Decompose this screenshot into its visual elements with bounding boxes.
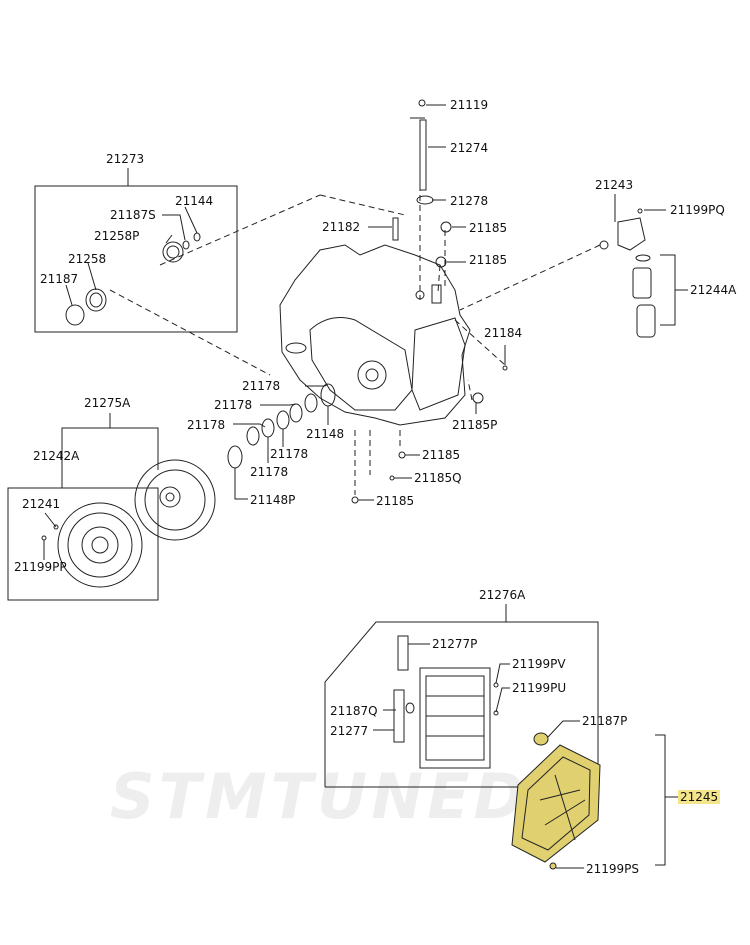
part-label-21199PQ: 21199PQ xyxy=(670,203,725,217)
part-label-21185Q: 21185Q xyxy=(414,471,462,485)
transmission-case xyxy=(279,244,471,426)
part-label-21182: 21182 xyxy=(322,220,361,234)
part-label-21278: 21278 xyxy=(450,194,489,208)
part-label-21187S: 21187S xyxy=(110,208,156,222)
bracket-21245 xyxy=(655,734,666,866)
watermark: STMTUNED xyxy=(110,760,529,833)
oil-pan xyxy=(511,744,601,863)
part-label-21199PP: 21199PP xyxy=(14,560,67,574)
part-label-21144: 21144 xyxy=(175,194,214,208)
bracket-21244A xyxy=(660,254,676,326)
part-label-21258P: 21258P xyxy=(94,229,140,243)
part-label-21273: 21273 xyxy=(106,152,145,166)
part-label-21199PV: 21199PV xyxy=(512,657,566,671)
part-label-21199PU: 21199PU xyxy=(512,681,567,695)
part-label-21199PS: 21199PS xyxy=(586,862,640,876)
part-label-21178: 21178 xyxy=(242,379,281,393)
part-label-21275A: 21275A xyxy=(84,396,131,410)
part-label-21184: 21184 xyxy=(484,326,523,340)
box-21242A xyxy=(7,487,159,601)
part-label-21148P: 21148P xyxy=(250,493,296,507)
part-label-21185P: 21185P xyxy=(452,418,498,432)
part-label-21244A: 21244A xyxy=(690,283,737,297)
part-label-21148: 21148 xyxy=(306,427,345,441)
part-label-21276A: 21276A xyxy=(479,588,526,602)
part-label-21274: 21274 xyxy=(450,141,489,155)
part-label-21187P: 21187P xyxy=(582,714,628,728)
part-label-21178: 21178 xyxy=(214,398,253,412)
part-label-21243: 21243 xyxy=(595,178,634,192)
part-label-21187Q: 21187Q xyxy=(330,704,378,718)
part-label-21241: 21241 xyxy=(22,497,61,511)
part-label-21185: 21185 xyxy=(469,221,508,235)
part-label-21185: 21185 xyxy=(376,494,415,508)
part-label-21185: 21185 xyxy=(422,448,461,462)
part-label-21277: 21277 xyxy=(330,724,369,738)
part-label-21187: 21187 xyxy=(40,272,79,286)
part-label-21185: 21185 xyxy=(469,253,508,267)
part-label-21245-highlighted[interactable]: 21245 xyxy=(678,790,721,804)
part-label-21277P: 21277P xyxy=(432,637,478,651)
part-label-21242A: 21242A xyxy=(33,449,80,463)
part-label-21258: 21258 xyxy=(68,252,107,266)
box-21273 xyxy=(34,185,238,333)
part-label-21178: 21178 xyxy=(270,447,309,461)
part-label-21178: 21178 xyxy=(187,418,226,432)
part-label-21119: 21119 xyxy=(450,98,489,112)
part-label-21178: 21178 xyxy=(250,465,289,479)
